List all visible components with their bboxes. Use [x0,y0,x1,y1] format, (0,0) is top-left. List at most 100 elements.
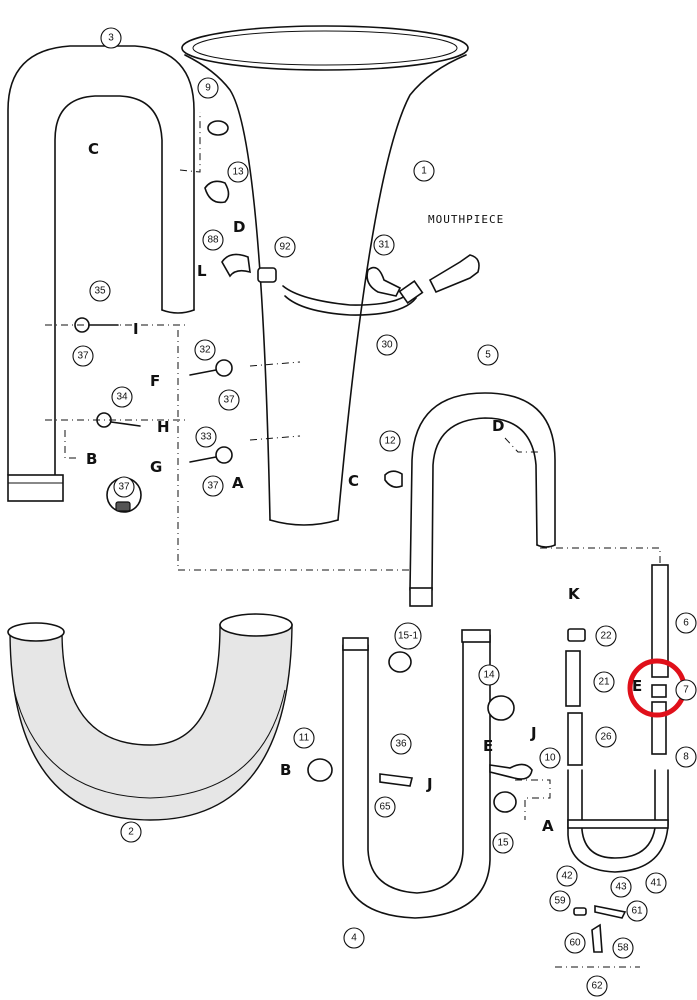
part-number-62: 62 [591,981,603,992]
part-number-37: 37 [118,482,130,493]
part-number-61-badge [626,900,648,922]
part-number-37-badge [202,475,224,497]
part-8-shape[interactable] [651,701,667,755]
part-88-shape[interactable] [221,253,251,278]
connection-letter-C: C [88,140,99,158]
part-number-41: 41 [650,878,662,889]
part-number-1: 1 [421,166,427,177]
bell-part[interactable] [181,25,469,526]
part-15-shape[interactable] [493,791,517,813]
part-92-shape[interactable] [257,267,277,283]
connection-letter-J: J [426,775,433,793]
part-number-8: 8 [683,752,689,763]
connection-letter-F: F [150,372,160,390]
leadpipe-part[interactable] [282,279,424,316]
part-60-58-shape[interactable] [591,923,603,953]
part-number-13: 13 [232,167,244,178]
connection-lines [45,112,661,968]
part-number-10: 10 [544,753,556,764]
part-number-3: 3 [108,33,114,44]
lower-u-part[interactable] [342,629,491,919]
part-21-shape[interactable] [565,650,581,707]
part-number-15-1: 15-1 [398,631,418,642]
part-number-35: 35 [94,286,106,297]
part-59-shape[interactable] [573,907,587,916]
part-number-22: 22 [600,631,612,642]
fastener-33-37[interactable] [189,446,233,464]
part-11-shape[interactable] [307,758,333,782]
part-6-shape[interactable] [651,564,669,678]
mouthpiece-part[interactable] [428,254,480,294]
part-number-15-1-badge [394,622,422,650]
part-14-shape[interactable] [487,695,515,721]
part-15-1-shape[interactable] [388,651,412,673]
connection-letter-D: D [492,417,504,435]
part-number-22-badge [595,625,617,647]
part-number-12-badge [379,430,401,452]
part-number-41-badge [645,872,667,894]
part-number-60: 60 [569,938,581,949]
part-number-43-badge [610,876,632,898]
part-number-21: 21 [598,677,610,688]
part-number-62-badge [586,975,608,997]
part-number-36-badge [390,733,412,755]
part-number-34-badge [111,386,133,408]
part-number-88: 88 [207,235,219,246]
part-36-shape[interactable] [379,773,413,787]
part-number-42-badge [556,865,578,887]
part-number-33-badge [195,426,217,448]
part-number-43: 43 [615,882,627,893]
part-number-61: 61 [631,906,643,917]
fastener-34-37[interactable] [96,412,141,428]
part-number-59-badge [549,890,571,912]
part-22-shape[interactable] [567,628,586,642]
part-37-screw [115,501,131,512]
part-number-33: 33 [200,432,212,443]
part-number-9-badge [197,77,219,99]
connection-letter-C: C [348,472,359,490]
part-number-8-badge [675,746,697,768]
part-number-58-badge [612,937,634,959]
connection-letter-G: G [150,458,162,476]
valve-loop-part[interactable] [409,392,556,607]
connection-letter-K: K [568,585,581,603]
connection-letter-I: I [133,320,139,338]
part-number-11-badge [293,727,315,749]
part-number-26: 26 [600,732,612,743]
part-7-shape[interactable] [651,684,667,698]
part-13-shape[interactable] [204,180,230,204]
part-number-9: 9 [205,83,211,94]
part-26-shape[interactable] [567,712,583,766]
part-number-14-badge [478,664,500,686]
part-number-31: 31 [378,240,390,251]
connection-letter-B: B [86,450,97,468]
part-number-30: 30 [381,340,393,351]
part-number-12: 12 [384,436,396,447]
bottom-bow-part[interactable] [7,613,293,821]
part-9-shape[interactable] [207,120,229,136]
connection-letter-D: D [233,218,245,236]
part-12-shape[interactable] [384,470,403,488]
connection-letter-H: H [157,418,170,436]
part-10-shape[interactable] [489,763,533,780]
part-61-shape[interactable] [594,905,627,919]
part-number-30-badge [376,334,398,356]
part-number-34: 34 [116,392,128,403]
connection-letter-E: E [483,737,493,755]
part-number-37: 37 [223,395,235,406]
part-number-7-badge [675,679,697,701]
outer-u-tube-part[interactable] [7,45,195,502]
part-31-shape[interactable] [366,266,402,297]
part-number-7: 7 [683,685,689,696]
part-number-6-badge [675,612,697,634]
part-number-21-badge [593,671,615,693]
part-number-15: 15 [497,838,509,849]
part-number-4-badge [343,927,365,949]
connection-letter-L: L [197,262,207,280]
small-u-part-41[interactable] [567,769,669,873]
fastener-32-37[interactable] [189,359,233,377]
part-number-3-badge [100,27,122,49]
connection-letter-A: A [232,474,244,492]
part-number-15-badge [492,832,514,854]
